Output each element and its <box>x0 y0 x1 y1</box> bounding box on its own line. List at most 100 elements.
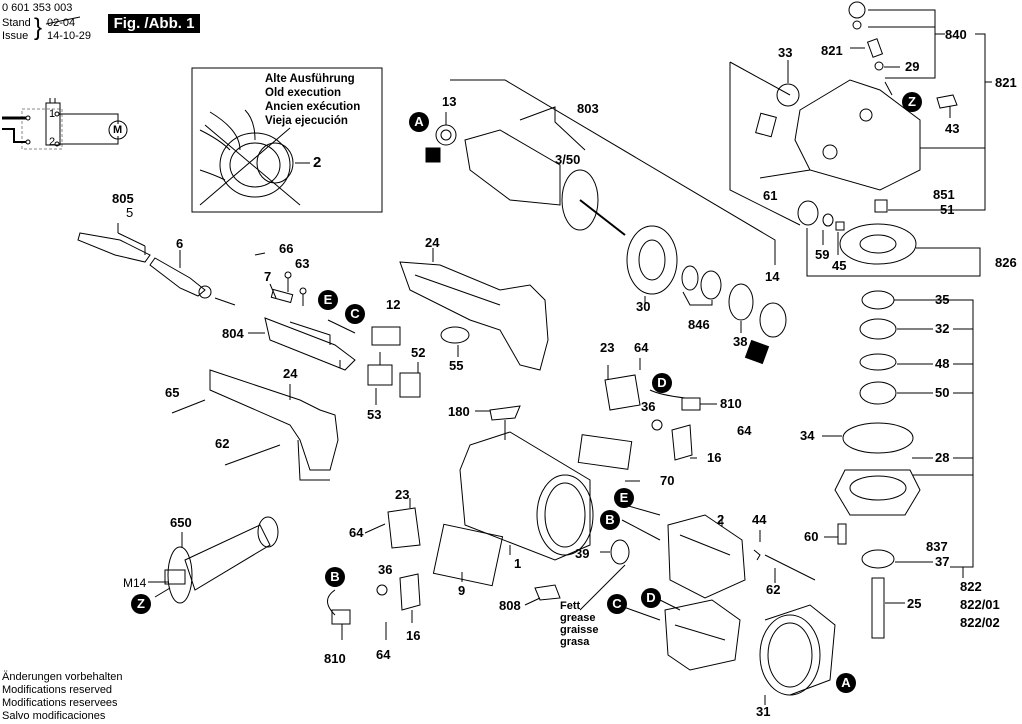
part-808: 808 <box>499 598 521 613</box>
part-14: 14 <box>765 269 780 284</box>
bracket-350 <box>519 106 586 151</box>
part-64-c: 64 <box>349 525 364 540</box>
motor-symbol: M <box>113 124 123 136</box>
part-822-02: 822/02 <box>960 615 1000 630</box>
part-822-01: 822/01 <box>960 597 1000 612</box>
bearing-plate <box>626 225 678 295</box>
part-43: 43 <box>945 121 960 136</box>
plug-cord <box>77 232 236 306</box>
part-36-a: 36 <box>641 399 656 414</box>
old-execution-note: Alte Ausführung Old execution Ancien exé… <box>265 73 361 127</box>
footer-line-en: Modifications reserved <box>2 684 113 696</box>
part-64-d: 64 <box>376 647 391 662</box>
badge-c-switch: C <box>345 304 365 324</box>
part-36-b: 36 <box>378 562 393 577</box>
part-32: 32 <box>935 321 950 336</box>
part-25: 25 <box>907 596 922 611</box>
part-23-a: 23 <box>600 340 615 355</box>
part-30: 30 <box>636 299 651 314</box>
bearing-flange <box>834 469 921 516</box>
part-23-b: 23 <box>395 487 410 502</box>
handle-shell-lower <box>209 369 339 481</box>
part-64-a: 64 <box>634 340 649 355</box>
part-826: 826 <box>995 255 1017 270</box>
wiring-schematic <box>2 98 128 150</box>
part-63: 63 <box>295 256 310 271</box>
part-803: 803 <box>577 101 599 116</box>
part-62-a: 62 <box>215 436 230 451</box>
part-28: 28 <box>935 450 950 465</box>
stand-date: 02-04 <box>47 17 76 29</box>
part-50: 50 <box>935 385 950 400</box>
part-64-b: 64 <box>737 423 752 438</box>
old-field-coil <box>199 109 294 198</box>
part-805: 805 <box>112 191 134 206</box>
part-33: 33 <box>778 45 793 60</box>
button-55 <box>440 326 470 344</box>
retaining-ring <box>681 265 699 291</box>
part-180: 180 <box>448 404 470 419</box>
part-837: 837 <box>926 539 948 554</box>
inset-part-label: 2 <box>313 154 322 171</box>
terminal-2: 2 <box>49 136 56 148</box>
footer-line-fr: Modifications reservees <box>2 697 118 709</box>
part-61: 61 <box>763 188 778 203</box>
part-810-b: 810 <box>324 651 346 666</box>
terminal-1: 1 <box>49 108 56 120</box>
badge-z-left: Z <box>131 594 151 614</box>
field-coil-upper <box>667 514 746 599</box>
strike-line <box>45 16 81 25</box>
part-24-lower: 24 <box>283 366 298 381</box>
part-37: 37 <box>935 554 950 569</box>
part-65: 65 <box>165 385 180 400</box>
part-48: 48 <box>935 356 950 371</box>
part-39: 39 <box>575 546 590 561</box>
part-804: 804 <box>222 326 244 341</box>
part-70: 70 <box>660 473 675 488</box>
part-31: 31 <box>756 704 771 719</box>
part-60: 60 <box>804 529 819 544</box>
bearing-37 <box>861 549 895 569</box>
pinion <box>797 200 819 226</box>
brush-cover-23a <box>604 374 641 411</box>
part-62-b: 62 <box>766 582 781 597</box>
bracket-803 <box>450 79 776 265</box>
badge-e-switch: E <box>318 290 338 310</box>
fan-39 <box>610 539 630 565</box>
part-29: 29 <box>905 59 920 74</box>
part-2: 2 <box>717 512 725 527</box>
brace-icon: } <box>34 14 43 41</box>
inset-box <box>191 67 383 213</box>
part-38: 38 <box>733 334 748 349</box>
part-16-a: 16 <box>707 450 722 465</box>
part-13: 13 <box>442 94 457 109</box>
switch-assembly <box>264 271 421 398</box>
part-810-a: 810 <box>720 396 742 411</box>
label-70 <box>577 434 633 470</box>
bearing-33 <box>776 83 800 107</box>
part-821-b: 821 <box>995 75 1017 90</box>
field-coil-lower <box>664 599 741 671</box>
part-number: 0 601 353 003 <box>2 2 73 14</box>
part-44: 44 <box>752 512 767 527</box>
armature <box>425 124 626 236</box>
part-59: 59 <box>815 247 830 262</box>
thread-m14: M14 <box>123 576 147 590</box>
bearing-14 <box>759 302 787 338</box>
brush-cover-23b <box>387 507 421 549</box>
crown-gear <box>839 223 917 265</box>
bearing-38 <box>728 283 754 321</box>
part-53: 53 <box>367 407 382 422</box>
part-45: 45 <box>832 258 847 273</box>
grease-note: Fett grease graisse grasa <box>560 600 599 648</box>
part-55: 55 <box>449 358 464 373</box>
badge-d-field: D <box>641 588 661 608</box>
part-3-50: 3/50 <box>555 152 581 167</box>
part-52: 52 <box>411 345 426 360</box>
badge-a-top: A <box>409 112 429 132</box>
part-51: 51 <box>940 202 955 217</box>
part-822: 822 <box>960 579 982 594</box>
ring-48 <box>859 353 897 371</box>
badge-d-brush: D <box>652 373 672 393</box>
